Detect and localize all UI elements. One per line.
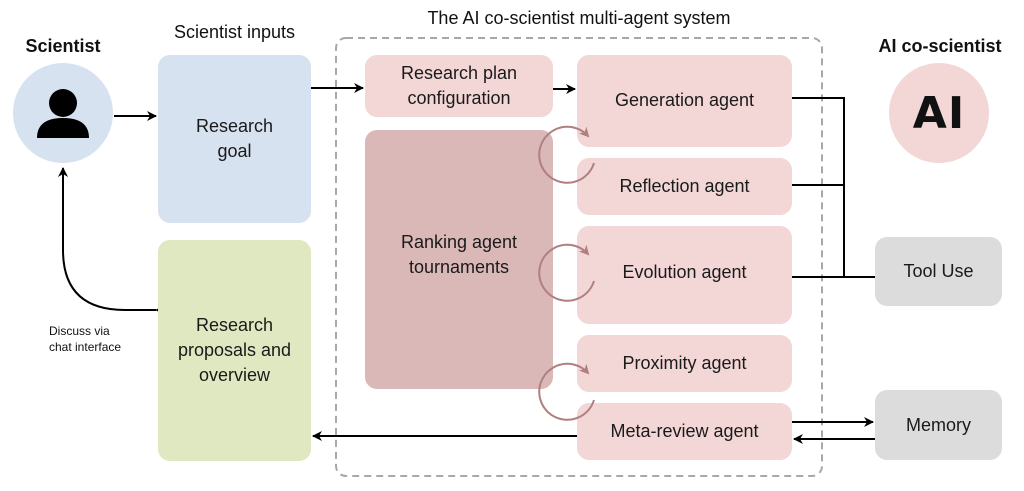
scientist-inputs-title: Scientist inputs	[173, 22, 296, 42]
research-proposals-box[interactable]: Research proposals and overview	[158, 240, 311, 461]
tool-use-box[interactable]: Tool Use	[875, 237, 1002, 306]
ranking-label: Ranking agent tournaments	[400, 232, 518, 277]
generation-agent-label: Generation agent	[614, 90, 755, 110]
generation-agent-box[interactable]: Generation agent	[577, 55, 792, 147]
research-plan-box[interactable]: Research plan configuration	[365, 55, 553, 117]
scientist-title: Scientist	[25, 36, 101, 56]
research-goal-box[interactable]: Research goal	[158, 55, 311, 223]
ai-avatar: AI	[889, 63, 989, 163]
reflection-agent-label: Reflection agent	[619, 176, 750, 196]
meta-review-agent-label: Meta-review agent	[610, 421, 759, 441]
proximity-agent-box[interactable]: Proximity agent	[577, 335, 792, 392]
scientist-avatar	[13, 63, 113, 163]
memory-label: Memory	[905, 414, 971, 435]
ranking-box[interactable]: Ranking agent tournaments	[365, 130, 553, 389]
discuss-label: Discuss via chat interface	[49, 323, 121, 355]
evolution-agent-box[interactable]: Evolution agent	[577, 226, 792, 324]
proximity-agent-label: Proximity agent	[622, 353, 747, 373]
person-icon	[37, 89, 89, 138]
system-title: The AI co-scientist multi-agent system	[427, 8, 731, 28]
discuss-label-line2: chat interface	[49, 340, 122, 354]
discuss-label-line1: Discuss via	[49, 324, 110, 338]
arrow-discuss-chat	[58, 167, 165, 315]
meta-review-agent-box[interactable]: Meta-review agent	[577, 403, 792, 460]
research-plan-label: Research plan configuration	[400, 63, 518, 108]
ai-coscientist-title: AI co-scientist	[878, 36, 1002, 56]
ai-icon: AI	[912, 87, 966, 139]
memory-box[interactable]: Memory	[875, 390, 1002, 460]
evolution-agent-label: Evolution agent	[622, 262, 747, 282]
tool-use-label: Tool Use	[903, 261, 974, 281]
research-goal-label: Research goal	[195, 116, 274, 161]
reflection-agent-box[interactable]: Reflection agent	[577, 158, 792, 215]
research-proposals-label: Research proposals and overview	[177, 315, 292, 385]
system-container-border	[335, 37, 823, 477]
